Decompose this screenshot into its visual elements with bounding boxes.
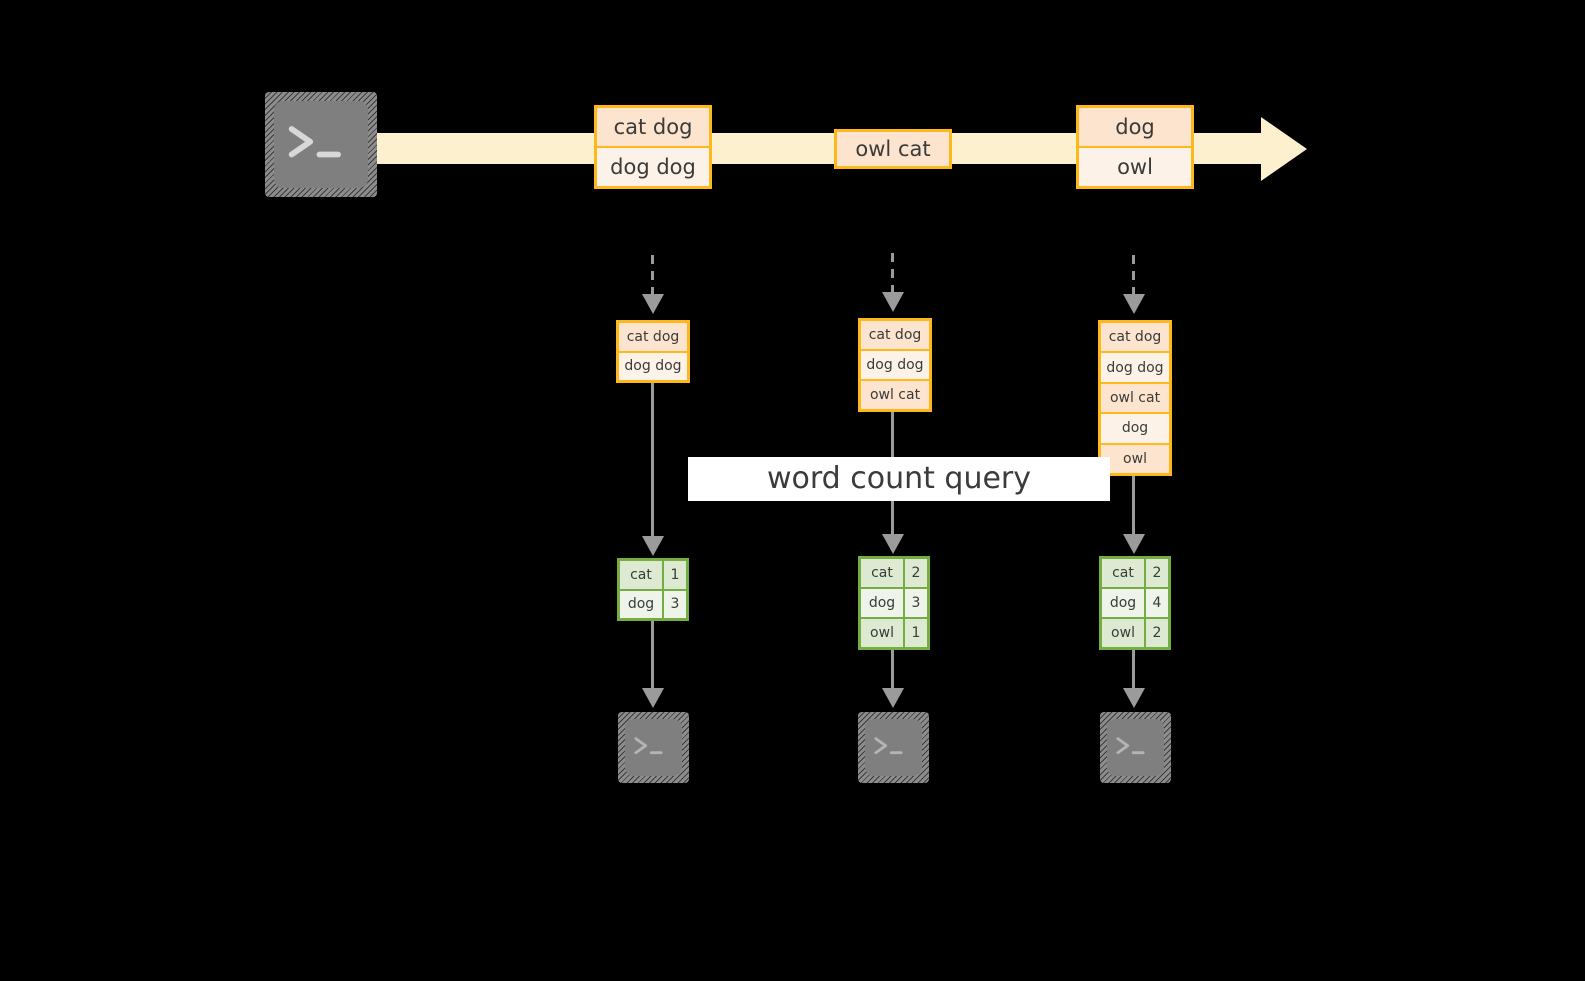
snapshot-2-tap-arrowhead [882, 292, 904, 312]
snapshot-2-sink-terminal-icon[interactable] [858, 712, 929, 783]
snapshot-3-tap-arrowhead [1123, 294, 1145, 314]
terminal-body [625, 719, 682, 776]
stream-event-group-2[interactable]: owl cat [834, 129, 952, 169]
snapshot-1-input-stack[interactable]: cat dog dog dog [616, 320, 690, 383]
result-word-cell: cat [861, 559, 903, 587]
snapshot-1-result-table[interactable]: cat 1 dog 3 [617, 558, 689, 621]
snapshot-input-row: dog [1101, 414, 1169, 443]
prompt-caret-underscore-icon [1115, 730, 1157, 764]
snapshot-3-input-stack[interactable]: cat dog dog dog owl cat dog owl [1098, 320, 1172, 476]
snapshot-input-row: cat dog [861, 321, 929, 349]
result-word-cell: cat [620, 561, 662, 589]
snapshot-2-tap-connector [891, 253, 894, 295]
result-word-cell: cat [1102, 559, 1144, 587]
snapshot-3-tap-connector [1132, 255, 1135, 297]
snapshot-1-tap-connector [651, 255, 654, 297]
query-banner: word count query [688, 457, 1110, 501]
snapshot-1-sink-terminal-icon[interactable] [618, 712, 689, 783]
result-row: dog 3 [861, 589, 927, 617]
snapshot-1-query-connector [651, 383, 654, 539]
result-count-cell: 3 [664, 590, 686, 618]
snapshot-2-sink-arrowhead [882, 688, 904, 708]
snapshot-input-row: dog dog [1101, 353, 1169, 382]
result-row: cat 2 [1102, 559, 1168, 587]
snapshot-input-row: owl cat [861, 381, 929, 409]
snapshot-input-row: owl cat [1101, 383, 1169, 413]
snapshot-2-query-arrowhead [882, 534, 904, 554]
result-word-cell: dog [1102, 589, 1144, 617]
result-count-cell: 3 [905, 589, 927, 617]
result-count-cell: 2 [905, 559, 927, 587]
stream-event-group-1[interactable]: cat dog dog dog [594, 105, 712, 189]
result-count-cell: 1 [905, 619, 927, 647]
snapshot-3-sink-arrowhead [1123, 688, 1145, 708]
stream-event-row: owl cat [837, 132, 949, 166]
stream-arrowhead [1261, 117, 1307, 181]
result-row: dog 4 [1102, 589, 1168, 617]
result-word-cell: owl [861, 619, 903, 647]
snapshot-2-input-stack[interactable]: cat dog dog dog owl cat [858, 318, 932, 412]
snapshot-2-result-table[interactable]: cat 2 dog 3 owl 1 [858, 556, 930, 650]
terminal-body [1107, 719, 1164, 776]
result-row: owl 1 [861, 619, 927, 647]
snapshot-1-sink-arrowhead [642, 688, 664, 708]
stream-event-row: cat dog [597, 108, 709, 146]
stream-event-row: dog dog [597, 148, 709, 186]
stream-event-row: owl [1079, 148, 1191, 186]
terminal-body [865, 719, 922, 776]
result-count-cell: 2 [1146, 619, 1168, 647]
snapshot-3-result-table[interactable]: cat 2 dog 4 owl 2 [1099, 556, 1171, 650]
snapshot-input-row: cat dog [1101, 323, 1169, 352]
snapshot-input-row: dog dog [619, 352, 687, 380]
snapshot-1-tap-arrowhead [642, 294, 664, 314]
stream-event-row: dog [1079, 108, 1191, 146]
result-word-cell: owl [1102, 619, 1144, 647]
query-banner-label: word count query [766, 461, 1032, 496]
result-count-cell: 4 [1146, 589, 1168, 617]
result-row: dog 3 [620, 590, 686, 618]
result-word-cell: dog [861, 589, 903, 617]
snapshot-3-query-connector [1132, 476, 1135, 537]
result-row: cat 1 [620, 561, 686, 589]
snapshot-1-query-arrowhead [642, 536, 664, 556]
prompt-caret-underscore-icon [287, 118, 357, 170]
terminal-body [274, 101, 368, 188]
stream-event-group-3[interactable]: dog owl [1076, 105, 1194, 189]
result-row: cat 2 [861, 559, 927, 587]
snapshot-1-sink-connector [651, 621, 654, 689]
snapshot-3-query-arrowhead [1123, 534, 1145, 554]
source-terminal-icon[interactable] [265, 92, 377, 197]
snapshot-input-row: dog dog [861, 351, 929, 379]
snapshot-2-sink-connector [891, 650, 894, 689]
prompt-caret-underscore-icon [873, 730, 915, 764]
snapshot-3-sink-terminal-icon[interactable] [1100, 712, 1171, 783]
snapshot-3-sink-connector [1132, 650, 1135, 689]
result-count-cell: 2 [1146, 559, 1168, 587]
result-count-cell: 1 [664, 561, 686, 589]
snapshot-input-row: owl [1101, 444, 1169, 474]
result-word-cell: dog [620, 590, 662, 618]
prompt-caret-underscore-icon [633, 730, 675, 764]
result-row: owl 2 [1102, 619, 1168, 647]
snapshot-input-row: cat dog [619, 323, 687, 351]
